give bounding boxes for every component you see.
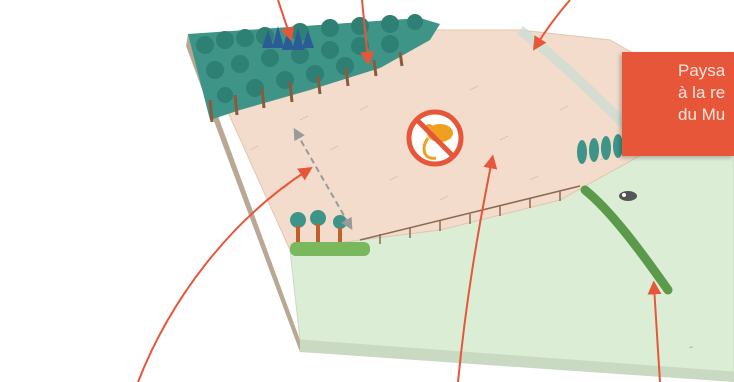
forest-canopy [196, 14, 423, 103]
arrow-crop-field [457, 154, 498, 382]
annotation-arrows [137, 0, 662, 382]
info-callout-box: Paysa à la re du Mu [622, 52, 734, 156]
bottom-left-hedge [290, 242, 370, 256]
arrow-field-margin [137, 166, 313, 382]
forest-trunks [208, 51, 404, 123]
no-entry-icon [406, 109, 464, 167]
callout-line-3: du Mu [678, 105, 726, 124]
arrow-forest-edge [360, 0, 375, 66]
callout-line-2: à la re [678, 83, 726, 102]
fence [359, 185, 581, 244]
dashed-distance-arrow [293, 127, 353, 231]
artist-signature-mark: ~ [688, 344, 694, 352]
arrow-forest-conifers [277, 0, 294, 42]
arrow-field-path [533, 0, 571, 51]
arrow-hedgerow [647, 280, 662, 382]
callout-line-1: Paysa [678, 61, 726, 80]
conifer-cluster [262, 26, 314, 50]
right-hedgerow [580, 185, 673, 295]
cow-icon [619, 191, 637, 201]
terrain-block-side [300, 340, 734, 382]
